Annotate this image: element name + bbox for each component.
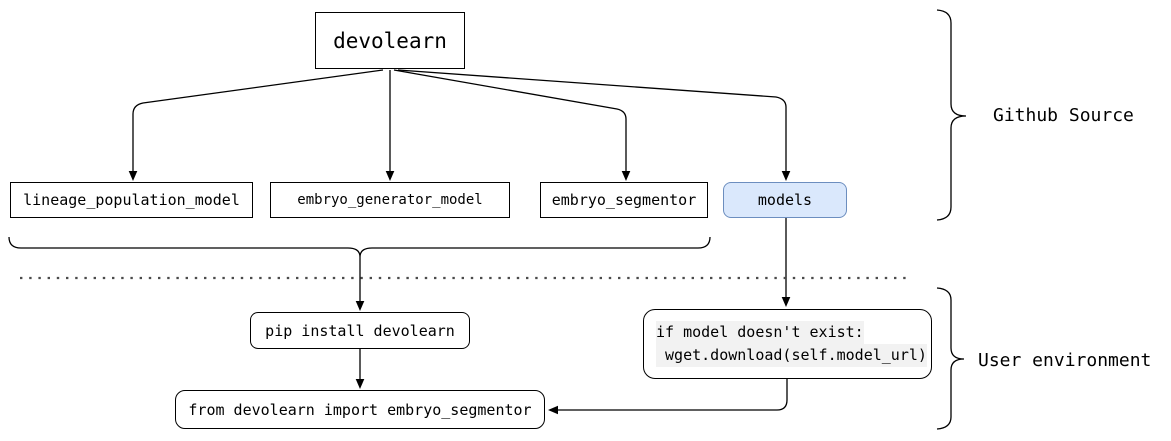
node-import-statement: from devolearn import embryo_segmentor [175,390,545,429]
arrow-devolearn-to-lineage [132,69,384,171]
node-devolearn: devolearn [315,12,465,69]
node-embryo-generator-model: embryo_generator_model [270,182,510,218]
brace-github-source [936,9,967,221]
node-embryo-segmentor: embryo_segmentor [540,182,708,218]
arrow-ifmodel-to-import [558,379,788,411]
node-pip-install: pip install devolearn [250,312,470,349]
arrowhead-models [781,171,791,181]
arrowhead-pip [355,301,365,311]
arrow-devolearn-to-models [397,69,787,171]
code-line-2: wget.download(self.model_url) [656,344,927,367]
arrowhead-generator [385,171,395,181]
node-model-download-check: if model doesn't exist: wget.download(se… [643,309,932,379]
brace-user-environment [936,287,965,430]
brace-modules-group [8,236,711,258]
node-models: models [723,182,847,218]
arrowhead-import-left [548,405,558,415]
user-environment-label: User environment [978,350,1152,371]
arrowhead-segmentor [621,171,631,181]
code-line-1: if model doesn't exist: [656,321,864,344]
github-source-label: Github Source [993,105,1134,126]
arrowhead-ifmodel [781,297,791,307]
arrowhead-import [355,379,365,389]
arrow-devolearn-to-segmentor [393,69,627,171]
arrowhead-lineage [128,171,138,181]
node-lineage-population-model: lineage_population_model [10,182,253,218]
